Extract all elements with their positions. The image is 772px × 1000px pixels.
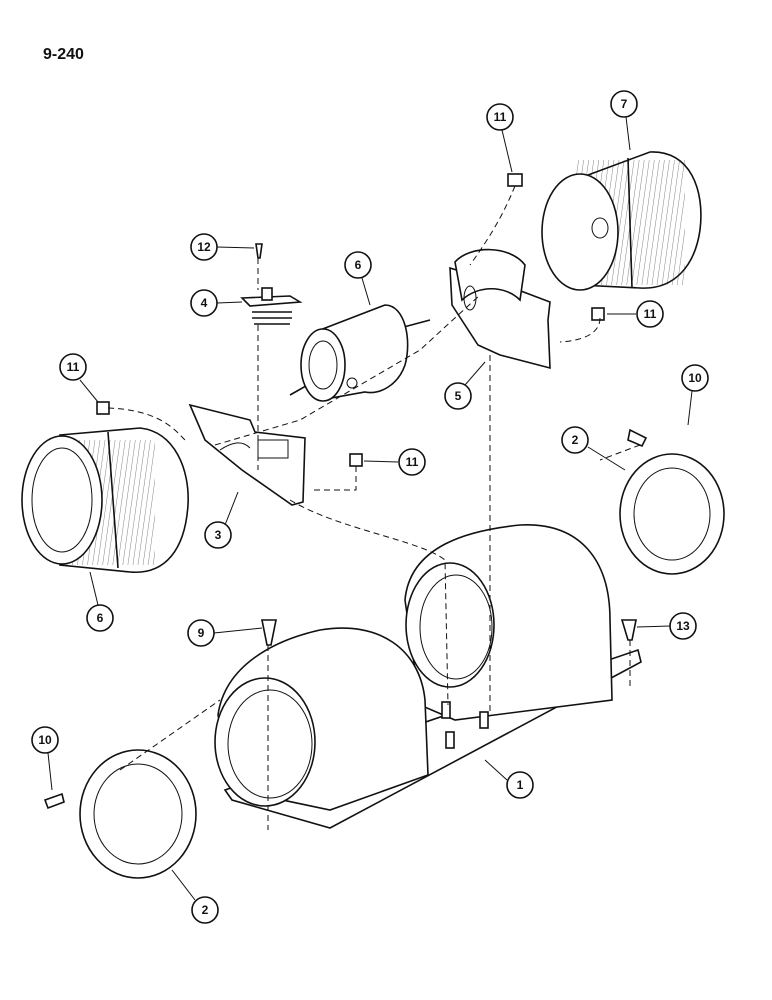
screw-10-upper	[627, 428, 648, 448]
callout-5: 5	[444, 361, 486, 410]
nut-11-top	[507, 173, 523, 187]
callout-7: 6	[86, 571, 114, 632]
callout-9: 9	[187, 619, 263, 647]
svg-text:11: 11	[67, 360, 80, 374]
nut-11-bracket	[349, 453, 363, 467]
callout-4: 4	[190, 289, 243, 317]
blower-wheel-right	[541, 151, 702, 291]
svg-text:10: 10	[38, 733, 52, 747]
page-number: 9-240	[43, 46, 84, 63]
svg-text:12: 12	[197, 240, 211, 254]
callout-1: 1	[484, 759, 534, 799]
blower-wheel-left	[21, 427, 189, 573]
svg-text:10: 10	[688, 371, 702, 385]
svg-text:4: 4	[201, 296, 208, 310]
callout-3: 3	[204, 491, 239, 549]
svg-text:13: 13	[676, 619, 690, 633]
blower-motor	[289, 304, 431, 402]
blower-housing	[214, 524, 642, 829]
svg-text:5: 5	[455, 389, 462, 403]
svg-text:11: 11	[406, 455, 419, 469]
svg-text:6: 6	[97, 611, 104, 625]
screw-9	[261, 619, 277, 646]
callout-2-lower: 2	[171, 869, 219, 924]
svg-text:2: 2	[202, 903, 209, 917]
svg-text:11: 11	[494, 110, 507, 124]
callout-2-upper: 2	[561, 426, 626, 471]
svg-text:9: 9	[198, 626, 205, 640]
motor-bracket-right	[449, 248, 551, 370]
motor-bracket-left	[188, 403, 306, 506]
mounting-ring-upper	[619, 453, 725, 575]
mounting-ring-lower	[79, 749, 197, 879]
svg-text:11: 11	[644, 307, 657, 321]
nut-11-left	[96, 401, 110, 415]
svg-text:1: 1	[517, 778, 524, 792]
screw-13	[620, 619, 637, 641]
callout-11-top: 11	[486, 103, 514, 173]
callout-10-lower: 10	[31, 726, 59, 791]
callout-11-left: 11	[59, 353, 99, 403]
resistor-switch	[240, 287, 303, 325]
svg-text:6: 6	[355, 258, 362, 272]
callout-10-upper: 10	[681, 364, 709, 426]
callout-12: 12	[190, 233, 255, 261]
assembly-lines	[107, 185, 641, 830]
nut-11-right	[591, 307, 605, 321]
callout-11-right: 11	[607, 300, 664, 328]
screw-10-lower	[43, 792, 65, 810]
callout-13: 13	[636, 612, 697, 640]
svg-text:3: 3	[215, 528, 222, 542]
callout-8: 7	[610, 90, 638, 151]
svg-text:2: 2	[572, 433, 579, 447]
svg-text:7: 7	[621, 97, 628, 111]
callout-11-bracket: 11	[363, 448, 426, 476]
callout-6: 6	[344, 251, 372, 306]
screw-12	[255, 243, 263, 259]
